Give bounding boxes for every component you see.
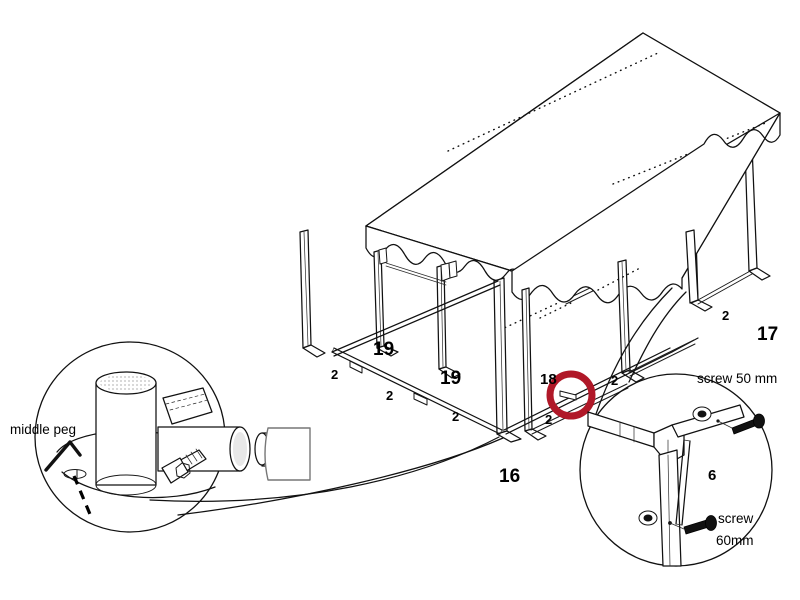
detail-top-rail — [671, 404, 745, 438]
lbl-screw-60-a: screw — [718, 511, 754, 526]
part-label-2-10: 2 — [611, 373, 618, 388]
part-label-18-4: 18 — [540, 371, 557, 388]
lbl-middle-peg: middle peg — [10, 422, 76, 437]
part-label-layer: 19 19 16 17 18 6 2 2 2 2 2 2 — [331, 308, 778, 487]
screw-50mm-icon — [731, 413, 765, 435]
part-label-16-2: 16 — [499, 466, 520, 487]
leader-lines — [149, 287, 687, 516]
bolt-washers — [638, 406, 720, 526]
hex-socket-screw — [161, 448, 207, 484]
rail-clamps — [349, 360, 577, 406]
peg-arrow-indicator — [44, 440, 82, 472]
part-label-2-7: 2 — [386, 388, 393, 403]
part-label-6-5: 6 — [708, 467, 716, 484]
leg-top-brackets — [378, 247, 458, 282]
diagonal-brace-6 — [675, 439, 691, 526]
left-outer-leg — [299, 229, 326, 358]
part-label-2-6: 2 — [331, 367, 338, 382]
rear-foot-plates — [690, 267, 771, 312]
front-foot-plates — [376, 345, 645, 443]
screw-60mm-icon — [683, 515, 717, 535]
part-label-19-1: 19 — [440, 368, 461, 389]
middle-peg-detail — [34, 341, 301, 533]
highlight-ring — [546, 370, 596, 420]
diagonal-brace — [162, 387, 213, 425]
part-label-17-3: 17 — [757, 324, 778, 345]
lbl-screw-50: screw 50 mm — [697, 371, 777, 386]
part-label-2-9: 2 — [545, 412, 552, 427]
part-label-2-11: 2 — [722, 308, 729, 323]
part-label-19-0: 19 — [373, 339, 394, 360]
screw-leader-ticks — [669, 420, 733, 530]
gray-sleeve-part — [264, 427, 311, 481]
peg-insert-path — [72, 475, 94, 520]
part-label-2-8: 2 — [452, 409, 459, 424]
detail-vertical-post — [658, 449, 682, 567]
valance-front-left — [365, 225, 523, 281]
valance-front-right — [511, 112, 781, 304]
front-legs — [373, 229, 699, 435]
lbl-screw-60-b: 60mm — [716, 533, 754, 548]
corner-screw-detail — [579, 373, 773, 567]
interior-rails — [385, 262, 641, 319]
detail-horizontal-rail — [587, 411, 655, 448]
text-label-layer: middle peg screw 50 mm screw 60mm — [10, 371, 777, 548]
middle-peg-cylinder — [95, 371, 157, 496]
